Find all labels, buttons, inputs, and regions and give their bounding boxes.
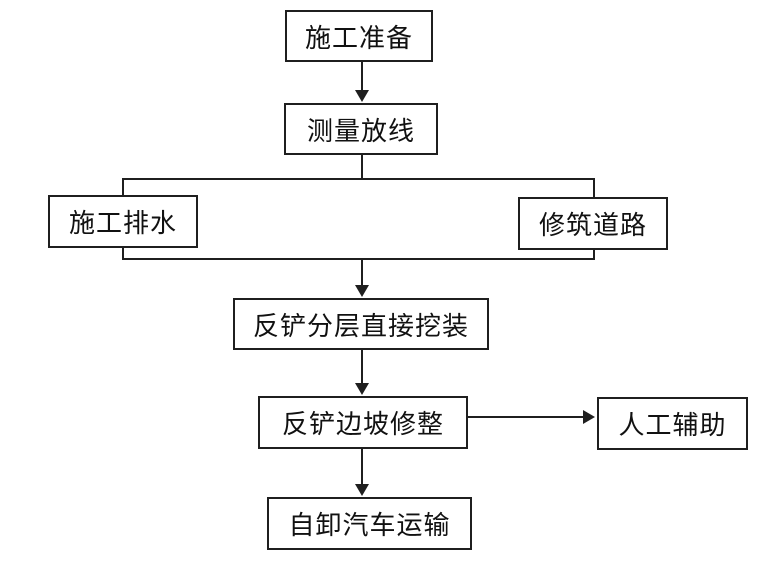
connector-prep-to-survey bbox=[361, 62, 363, 91]
connector-slope-to-transport bbox=[361, 449, 363, 485]
arrowhead-down-icon bbox=[355, 90, 369, 102]
node-backhoe-slope-trimming: 反铲边坡修整 bbox=[258, 396, 468, 449]
node-manual-assistance: 人工辅助 bbox=[597, 397, 748, 450]
arrowhead-down-icon bbox=[355, 383, 369, 395]
node-construction-prep: 施工准备 bbox=[285, 10, 433, 62]
node-dump-truck-transport: 自卸汽车运输 bbox=[267, 497, 472, 550]
node-road-building: 修筑道路 bbox=[518, 197, 668, 250]
connector-band-to-excavate bbox=[361, 260, 363, 286]
connector-slope-to-manual bbox=[468, 416, 584, 418]
connector-excavate-to-slope bbox=[361, 350, 363, 384]
node-survey-layout: 测量放线 bbox=[284, 103, 438, 155]
node-backhoe-layered-excavation: 反铲分层直接挖装 bbox=[233, 298, 489, 350]
connector-survey-to-band bbox=[361, 155, 363, 180]
node-construction-drainage: 施工排水 bbox=[48, 195, 198, 248]
arrowhead-down-icon bbox=[355, 285, 369, 297]
arrowhead-right-icon bbox=[583, 410, 595, 424]
arrowhead-down-icon bbox=[355, 484, 369, 496]
